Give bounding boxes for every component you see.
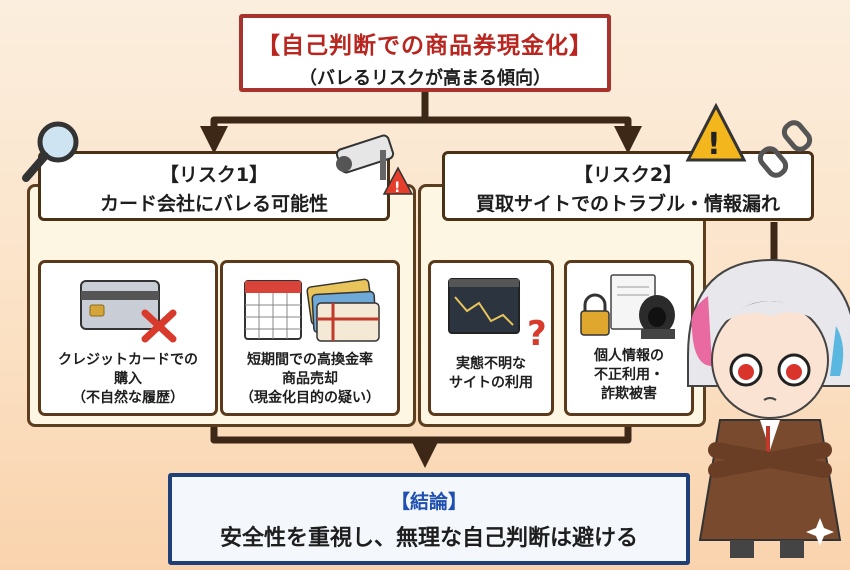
risk2-item2-line2: 不正利用・ — [594, 367, 664, 383]
conclusion-label: 【結論】 — [390, 491, 467, 513]
risk1-item1-line2: 購入 — [114, 371, 142, 387]
risk2-item2-line1: 個人情報の — [594, 348, 664, 364]
warning-icon: ! ! — [382, 102, 747, 196]
risk1-card-resale: 短期間での高換金率 商品売却 （現金化目的の疑い） — [220, 260, 400, 416]
title-sub: （バレるリスクが高まる傾向） — [299, 68, 551, 89]
risk2-heading: 買取サイトでのトラブル・情報漏れ — [475, 193, 780, 215]
title-box: 【自己判断での商品券現金化】 （バレるリスクが高まる傾向） — [239, 14, 611, 92]
arrow-to-risk1 — [200, 92, 429, 154]
gift-card-icon — [306, 278, 380, 342]
svg-text:!: ! — [394, 180, 400, 196]
risk2-item1-line1: 実態不明な — [456, 356, 526, 372]
svg-text:!: ! — [707, 127, 721, 162]
question-icon: ? — [527, 314, 547, 354]
risk2-label: 【リスク2】 — [573, 164, 683, 186]
sparkle-icon — [806, 518, 834, 546]
website-chart-icon: ? — [448, 278, 547, 354]
risk2-item2-line3: 詐欺被害 — [601, 386, 657, 402]
risk1-item1-line1: クレジットカードでの — [58, 352, 198, 368]
risk2-card-personal-info: 個人情報の 不正利用・ 詐欺被害 — [564, 260, 694, 416]
security-camera-icon — [335, 134, 395, 180]
risk1-item2-line2: 商品売却 — [282, 371, 338, 387]
credit-card-icon — [80, 280, 177, 343]
conclusion-text: 安全性を重視し、無理な自己判断は避ける — [219, 526, 638, 551]
calendar-icon — [244, 278, 380, 342]
risk2-card-unknown-site: ? 実態不明な サイトの利用 — [428, 260, 554, 416]
padlock-icon — [580, 274, 675, 339]
risk1-item2-line3: （現金化目的の疑い） — [240, 390, 380, 406]
risk2-item1-line2: サイトの利用 — [449, 375, 533, 391]
magnifier-icon — [22, 121, 79, 182]
risk1-card-credit: クレジットカードでの 購入 （不自然な履歴） — [38, 260, 218, 416]
risk1-item1-line3: （不自然な履歴） — [72, 390, 184, 406]
risk2-heading-box: 【リスク2】 買取サイトでのトラブル・情報漏れ — [442, 151, 814, 221]
hacker-icon — [639, 295, 675, 339]
arrow-to-risk2 — [425, 116, 642, 154]
broken-chain-icon — [757, 120, 813, 178]
cross-icon — [141, 309, 177, 343]
risk1-heading-box: 【リスク1】 カード会社にバレる可能性 — [38, 151, 390, 221]
risk1-item2-line1: 短期間での高換金率 — [247, 352, 373, 368]
risk1-heading: カード会社にバレる可能性 — [99, 193, 328, 215]
risk1-label: 【リスク1】 — [159, 164, 269, 186]
conclusion-box: 【結論】 安全性を重視し、無理な自己判断は避ける — [168, 473, 690, 565]
title-main: 【自己判断での商品券現金化】 — [257, 33, 593, 59]
